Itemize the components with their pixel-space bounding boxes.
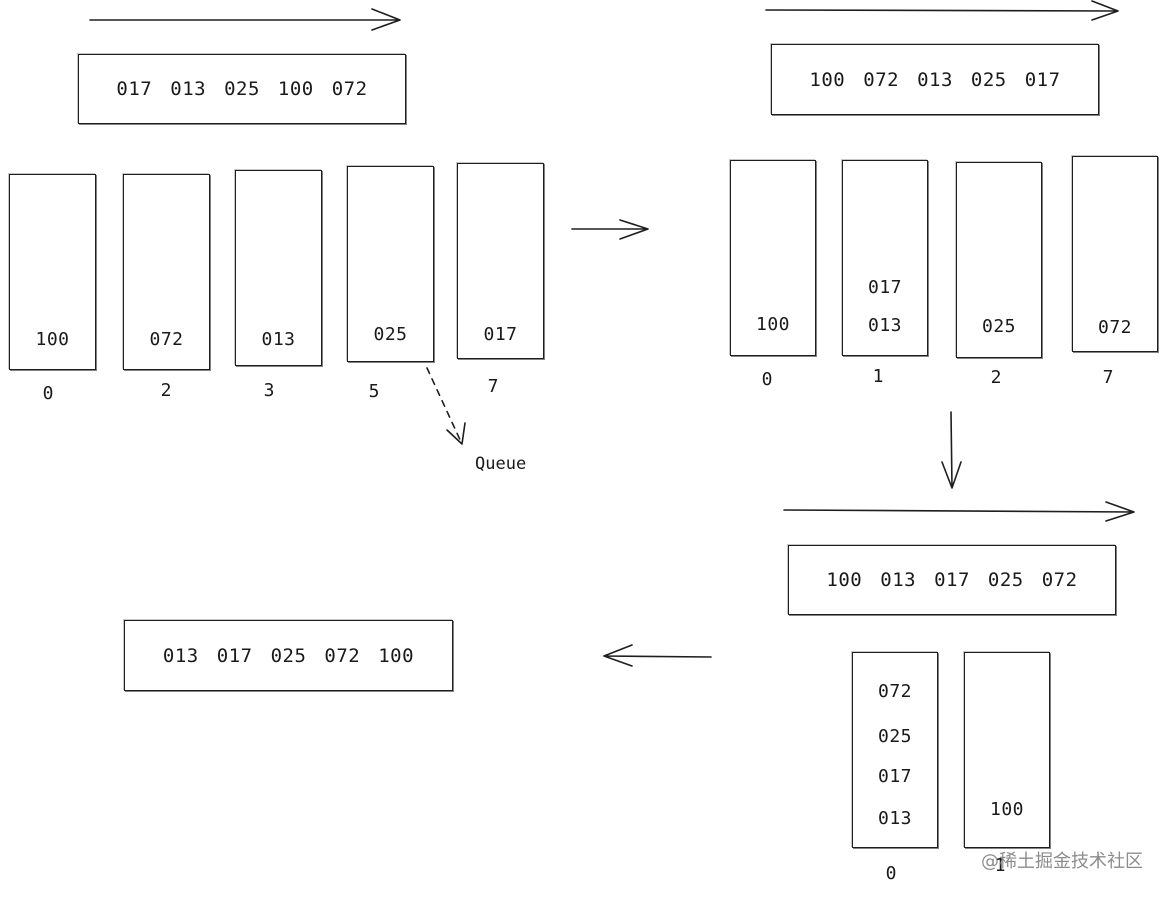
stage1-bucket-7-index: 7 — [487, 376, 499, 397]
queue-pointer-arrowhead — [446, 422, 466, 445]
stage1-seq-item: 072 — [331, 78, 368, 100]
stage1-sequence-box: 017 013 025 100 072 — [78, 54, 406, 124]
stage1-bucket-2: 072 — [123, 174, 210, 370]
stage2-bucket-0-index: 0 — [761, 369, 773, 390]
stage2-seq-item: 017 — [1024, 68, 1061, 91]
stage1-seq-item: 025 — [224, 78, 260, 100]
queue-label: Queue — [475, 454, 527, 474]
stage1-bucket-3: 013 — [235, 170, 322, 366]
stage2-sequence-box: 100 072 013 025 017 — [771, 44, 1099, 115]
stage2-seq-item: 025 — [970, 68, 1007, 91]
stage2-bucket-0: 100 — [730, 160, 816, 356]
result-seq-item: 100 — [378, 644, 415, 667]
watermark: @稀土掘金技术社区 — [981, 851, 1143, 872]
stage2-bucket-7: 072 — [1072, 156, 1158, 352]
bucket-value: 017 — [867, 277, 902, 298]
stage1-bucket-5-index: 5 — [368, 381, 380, 402]
result-seq-item: 017 — [216, 644, 253, 667]
stage1-bucket-5: 025 — [347, 166, 434, 362]
arrow-stage3-to-result — [603, 644, 712, 667]
stage2-bucket-2-index: 2 — [990, 367, 1002, 388]
bucket-value: 025 — [981, 316, 1016, 337]
stage1-bucket-0: 100 — [9, 174, 96, 370]
stage3-seq-item: 017 — [934, 569, 970, 591]
bucket-value: 017 — [877, 766, 912, 787]
stage1-seq-item: 017 — [116, 78, 153, 100]
result-seq-item: 025 — [270, 644, 307, 667]
result-seq-item: 072 — [324, 644, 361, 667]
arrow-stage3-direction — [783, 501, 1135, 522]
stage2-bucket-1: 017 013 — [842, 160, 928, 356]
result-sequence-box: 013 017 025 072 100 — [124, 620, 453, 691]
bucket-value: 100 — [755, 314, 790, 335]
bucket-value: 025 — [373, 324, 408, 345]
arrow-stage1-direction — [89, 8, 401, 31]
bucket-value: 100 — [989, 799, 1024, 820]
bucket-value: 025 — [877, 726, 912, 747]
bucket-value: 013 — [877, 808, 912, 829]
bucket-value: 072 — [1097, 317, 1132, 338]
stage1-bucket-2-index: 2 — [160, 380, 172, 401]
queue-pointer-arrow — [426, 367, 463, 445]
stage1-bucket-3-index: 3 — [263, 380, 275, 401]
stage3-seq-item: 072 — [1041, 569, 1078, 591]
arrow-stage1-to-stage2 — [571, 219, 649, 240]
stage1-bucket-7: 017 — [457, 163, 544, 359]
bucket-value: 013 — [261, 329, 296, 350]
stage2-seq-item: 072 — [863, 68, 900, 91]
stage2-bucket-2: 025 — [956, 162, 1042, 358]
bucket-value: 072 — [877, 681, 912, 702]
stage2-seq-item: 100 — [809, 68, 846, 91]
bucket-value: 100 — [35, 329, 70, 350]
bucket-value: 072 — [149, 329, 184, 350]
arrow-stage2-direction — [765, 0, 1119, 21]
stage3-bucket-1: 100 — [964, 652, 1050, 848]
stage1-seq-item: 013 — [170, 78, 207, 100]
bucket-value: 013 — [867, 315, 902, 336]
arrow-stage2-to-stage3 — [941, 411, 962, 489]
stage3-seq-item: 013 — [880, 569, 917, 591]
stage3-seq-item: 025 — [987, 569, 1024, 591]
stage3-bucket-1-index: 1 — [994, 855, 1006, 876]
stage2-seq-item: 013 — [917, 68, 953, 91]
stage2-bucket-1-index: 1 — [872, 366, 884, 387]
stage1-seq-item: 100 — [277, 78, 314, 100]
result-seq-item: 013 — [162, 644, 199, 667]
stage3-sequence-box: 100 013 017 025 072 — [788, 545, 1116, 615]
stage3-bucket-0: 072 025 017 013 — [852, 652, 938, 848]
stage2-bucket-7-index: 7 — [1102, 367, 1114, 388]
stage3-seq-item: 100 — [826, 569, 863, 591]
stage1-bucket-0-index: 0 — [42, 383, 54, 404]
stage3-bucket-0-index: 0 — [885, 863, 897, 884]
bucket-value: 017 — [483, 324, 518, 345]
